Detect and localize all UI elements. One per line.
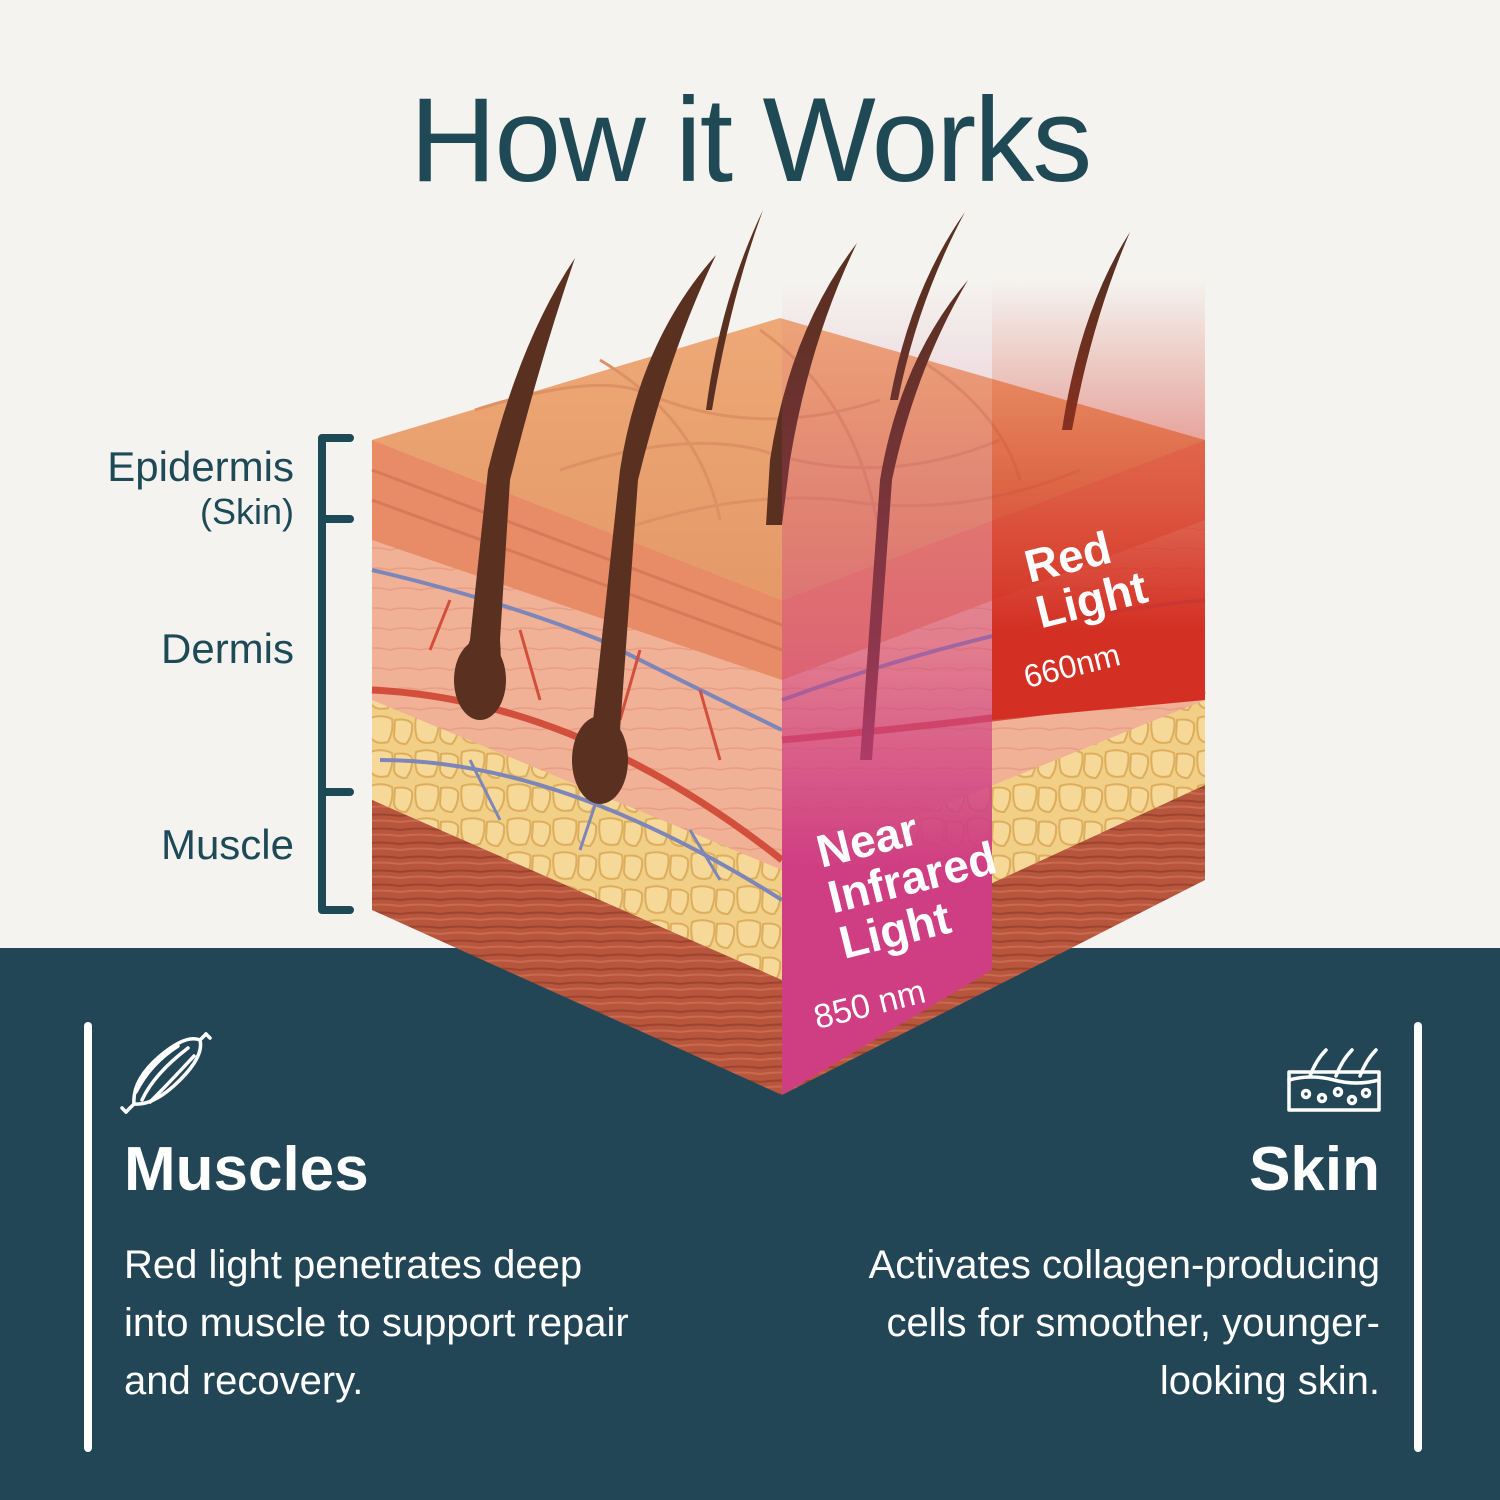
label-muscle: Muscle — [160, 821, 294, 868]
label-epidermis: Epidermis — [107, 443, 294, 490]
label-dermis: Dermis — [161, 625, 294, 672]
left-divider — [84, 1022, 92, 1452]
muscle-icon — [120, 1032, 212, 1114]
skin-card-title: Skin — [1249, 1135, 1380, 1204]
muscles-card-title: Muscles — [124, 1135, 369, 1204]
label-epidermis-sub: (Skin) — [199, 491, 294, 532]
skin-card-body: Activates collagen-producing cells for s… — [868, 1243, 1380, 1403]
page-title: How it Works — [409, 73, 1093, 207]
skin-layers-icon — [1287, 1048, 1381, 1112]
right-divider — [1414, 1022, 1422, 1452]
muscles-card-body: Red light penetrates deep into muscle to… — [124, 1243, 629, 1403]
